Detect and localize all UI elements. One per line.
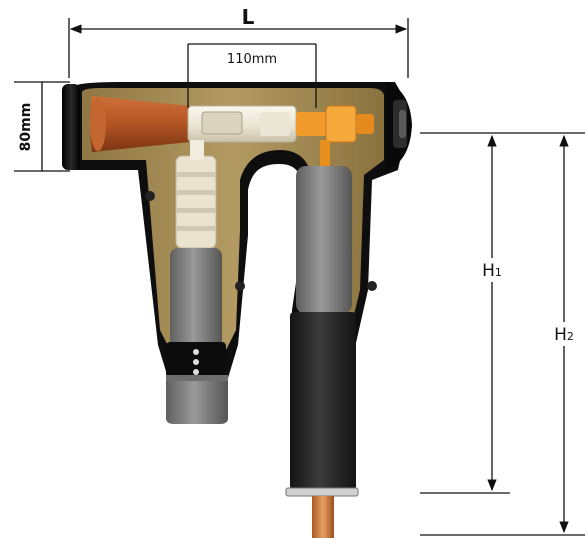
cap-rim	[166, 375, 228, 381]
collar-dot-1	[193, 349, 199, 355]
mounting-eye-right	[367, 281, 377, 291]
dimension-interface-spacing	[187, 43, 317, 108]
cable-end-ring	[285, 487, 359, 497]
insert-ribs	[176, 172, 216, 231]
connector-body	[62, 82, 412, 538]
test-point-insert	[175, 155, 217, 249]
label-body-diameter: 80mm	[18, 103, 34, 152]
label-overall-length: L	[242, 5, 255, 29]
mounting-eye-top	[145, 191, 155, 201]
end-cap-highlight	[399, 110, 406, 138]
copper-conductor	[312, 496, 334, 538]
housing-end-cap-left	[62, 84, 80, 170]
dimension-length	[68, 18, 409, 78]
stress-cone-end	[90, 97, 106, 151]
dimension-body-diameter	[14, 81, 70, 172]
label-h1-background	[476, 258, 510, 282]
plug-sleeve	[260, 112, 290, 136]
test-point-cap	[166, 378, 228, 424]
conductor-lug	[320, 140, 330, 166]
collar-dot-2	[193, 359, 199, 365]
cable-semicon-sheath	[296, 166, 352, 314]
plug-contact-insert	[201, 111, 243, 135]
test-point-cylinder	[170, 248, 222, 348]
connection-nut	[325, 105, 357, 143]
bolt-head	[356, 114, 374, 134]
label-interface-spacing: 110mm	[227, 52, 277, 67]
insert-stem	[190, 140, 204, 160]
label-h2-background	[548, 322, 582, 346]
collar-dot-3	[193, 369, 199, 375]
dimension-height-1	[420, 132, 585, 494]
label-height-2: H2	[554, 325, 574, 345]
label-height-1: H1	[482, 261, 502, 281]
cable-outer-jacket	[290, 312, 356, 490]
stress-cone	[90, 96, 190, 152]
mounting-eye-left	[235, 281, 245, 291]
